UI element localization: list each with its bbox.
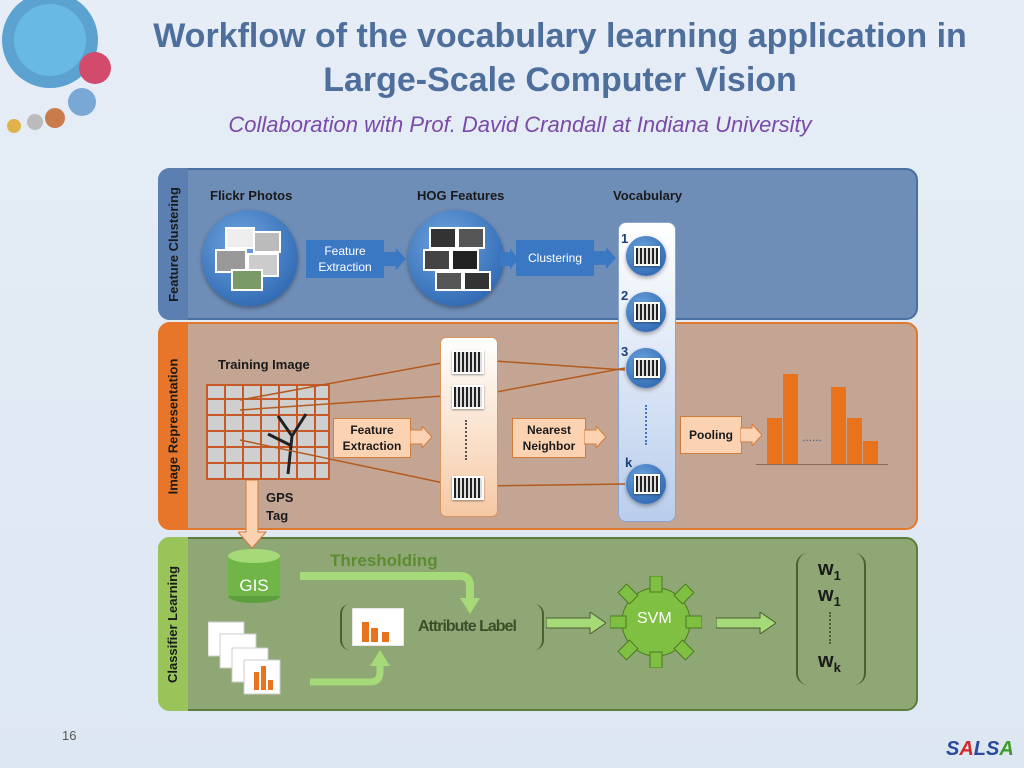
vocab-word-3 bbox=[626, 348, 666, 388]
slide-title: Workflow of the vocabulary learning appl… bbox=[153, 17, 967, 99]
flickr-photos-circle bbox=[202, 210, 298, 306]
flickr-photos-label: Flickr Photos bbox=[210, 188, 293, 203]
training-image-grid bbox=[206, 384, 330, 480]
histogram-ellipsis: ...... bbox=[802, 430, 823, 444]
weight-vector-bracket bbox=[796, 553, 866, 685]
globe-logo-decoration bbox=[0, 0, 120, 140]
weight-ellipsis bbox=[829, 612, 831, 644]
vocab-word-k bbox=[626, 464, 666, 504]
vocab-index-k: k bbox=[625, 455, 633, 470]
arrow-right-icon bbox=[740, 424, 762, 446]
vocab-index-3: 3 bbox=[621, 344, 629, 359]
attribute-label-bracket bbox=[340, 604, 544, 650]
arrow-right-icon bbox=[546, 612, 606, 634]
feature-patch bbox=[452, 476, 484, 500]
thresholding-label: Thresholding bbox=[330, 551, 438, 570]
arrow-right-icon bbox=[594, 247, 616, 269]
salsa-logo: SALSA bbox=[946, 738, 1014, 760]
histogram-icon bbox=[352, 608, 404, 646]
vocab-index-1: 1 bbox=[621, 231, 629, 246]
pooling-box: Pooling bbox=[680, 416, 742, 454]
photo-stack-icon bbox=[215, 227, 281, 291]
weight-2: w1 bbox=[818, 584, 841, 609]
gps-tag-label: GPS Tag bbox=[266, 490, 294, 523]
arrow-right-icon bbox=[384, 248, 406, 270]
vocab-ellipsis bbox=[645, 405, 649, 445]
slide-subtitle: Collaboration with Prof. David Crandall … bbox=[228, 112, 812, 137]
histogram-bar bbox=[783, 374, 798, 464]
svm-label: SVM bbox=[637, 610, 672, 627]
feature-ellipsis bbox=[465, 420, 467, 460]
vocabulary-label: Vocabulary bbox=[613, 188, 683, 203]
tree-image-icon bbox=[267, 413, 308, 475]
image-representation-tab: Image Representation bbox=[158, 322, 188, 530]
feature-patch bbox=[452, 385, 484, 409]
feature-patch bbox=[452, 350, 484, 374]
arrow-right-icon bbox=[500, 248, 518, 270]
histogram-bar bbox=[831, 387, 846, 464]
attribute-label-text: Attribute Label bbox=[418, 618, 517, 635]
feature-extraction-box: Feature Extraction bbox=[306, 240, 384, 278]
classifier-learning-panel bbox=[158, 537, 918, 711]
arrow-right-icon bbox=[410, 426, 432, 448]
database-icon bbox=[228, 549, 280, 603]
histogram-axis bbox=[756, 464, 888, 465]
classifier-learning-tab: Classifier Learning bbox=[158, 537, 188, 711]
thresholding-arrow bbox=[300, 572, 480, 614]
vocab-word-1 bbox=[626, 236, 666, 276]
histogram-bar bbox=[847, 418, 862, 464]
training-image-label: Training Image bbox=[218, 357, 310, 372]
arrow-right-icon bbox=[584, 426, 606, 448]
gear-icon bbox=[610, 576, 702, 668]
arrow-down-icon bbox=[238, 480, 268, 549]
feature-clustering-tab: Feature Clustering bbox=[158, 168, 188, 320]
histogram-cards-icon bbox=[208, 621, 281, 695]
page-number: 16 bbox=[62, 728, 77, 743]
gis-label: GIS bbox=[239, 576, 269, 595]
nearest-neighbor-box: Nearest Neighbor bbox=[512, 418, 586, 458]
clustering-box: Clustering bbox=[516, 240, 594, 276]
arrow-right-icon bbox=[716, 612, 776, 634]
feature-extraction-box-2: Feature Extraction bbox=[333, 418, 411, 458]
vocab-word-2 bbox=[626, 292, 666, 332]
hog-patches-icon bbox=[423, 227, 491, 291]
histogram-bar bbox=[767, 418, 782, 464]
hog-features-label: HOG Features bbox=[417, 188, 505, 203]
vocab-index-2: 2 bbox=[621, 288, 629, 303]
weight-k: wk bbox=[818, 650, 841, 675]
histogram-bar bbox=[863, 441, 878, 464]
weight-1: w1 bbox=[818, 558, 841, 583]
up-arrow-connector bbox=[310, 650, 390, 686]
hog-features-circle bbox=[408, 210, 504, 306]
